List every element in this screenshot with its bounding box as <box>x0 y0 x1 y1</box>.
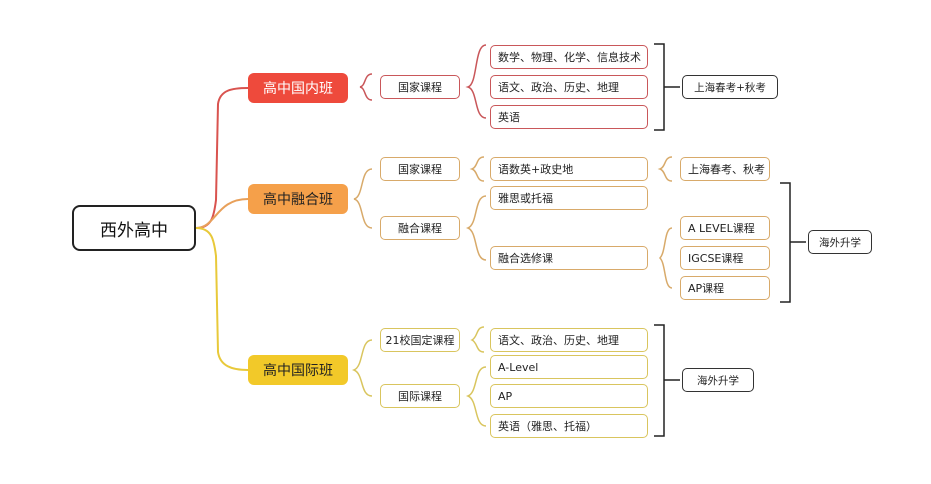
connector-root-international <box>195 227 249 371</box>
fusion-elective-node: IGCSE课程 <box>680 246 770 270</box>
international-intl-item-node: A-Level <box>490 355 648 379</box>
branch-fusion: 高中融合班 <box>248 184 348 214</box>
domestic-item-node: 语文、政治、历史、地理 <box>490 75 648 99</box>
brace-international-fixed <box>470 326 485 353</box>
domestic-item-node: 英语 <box>490 105 648 129</box>
international-intl-item-node: AP <box>490 384 648 408</box>
root-node: 西外高中 <box>72 205 196 251</box>
branch-domestic: 高中国内班 <box>248 73 348 103</box>
fusion-national-course-node: 国家课程 <box>380 157 460 181</box>
bracket-fusion-outcome <box>780 182 806 303</box>
domestic-item-node: 数学、物理、化学、信息技术 <box>490 45 648 69</box>
international-fixed-item-node: 语文、政治、历史、地理 <box>490 328 648 352</box>
brace-domestic-items <box>465 44 487 119</box>
connector-root-domestic <box>195 87 249 229</box>
brace-fusion <box>353 168 373 229</box>
fusion-elective-node: A LEVEL课程 <box>680 216 770 240</box>
fusion-national-outcome-node: 上海春考、秋考 <box>680 157 770 181</box>
fusion-item-node: 融合选修课 <box>490 246 648 270</box>
international-fixed-course-node: 21校国定课程 <box>380 328 460 352</box>
international-outcome-node: 海外升学 <box>682 368 754 392</box>
brace-international-intl <box>465 366 487 427</box>
fusion-elective-node: AP课程 <box>680 276 770 300</box>
brace-fusion-national-outcome <box>657 156 673 182</box>
brace-fusion-electives <box>658 227 673 289</box>
fusion-mix-course-node: 融合课程 <box>380 216 460 240</box>
international-intl-item-node: 英语（雅思、托福） <box>490 414 648 438</box>
domestic-outcome-node: 上海春考+秋考 <box>682 75 778 99</box>
bracket-domestic-outcome <box>654 43 680 131</box>
fusion-item-node: 雅思或托福 <box>490 186 648 210</box>
bracket-international-outcome <box>654 324 680 437</box>
international-intl-course-node: 国际课程 <box>380 384 460 408</box>
brace-fusion-national <box>469 156 485 182</box>
domestic-course-node: 国家课程 <box>380 75 460 99</box>
brace-international <box>351 339 373 397</box>
connector-root-fusion <box>195 198 249 229</box>
fusion-outcome-node: 海外升学 <box>808 230 872 254</box>
brace-fusion-mix <box>465 195 487 261</box>
brace-domestic <box>359 73 373 101</box>
fusion-national-item-node: 语数英+政史地 <box>490 157 648 181</box>
branch-international: 高中国际班 <box>248 355 348 385</box>
